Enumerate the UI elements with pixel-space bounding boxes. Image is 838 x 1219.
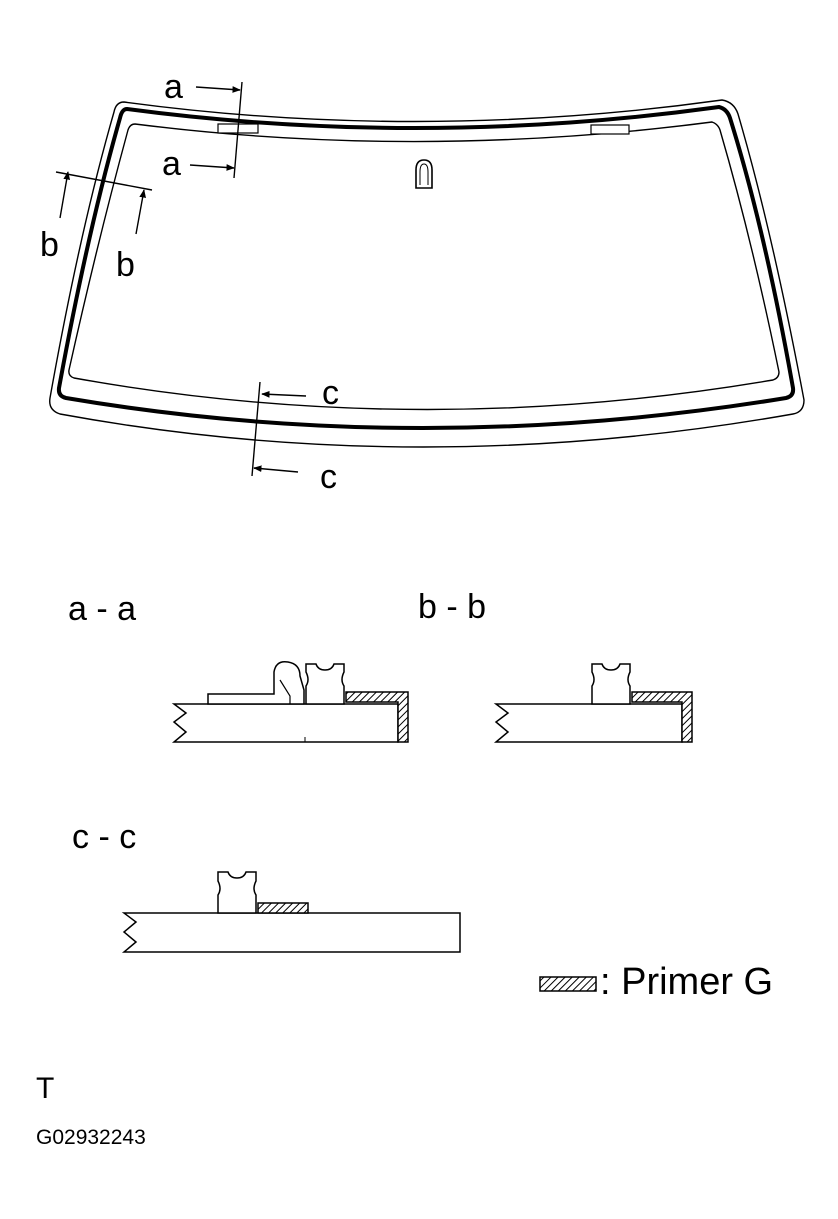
aa-molding-clip — [207, 660, 305, 705]
legend-primer-swatch — [539, 976, 597, 992]
aa-body-panel — [171, 703, 399, 743]
section-bb — [493, 663, 693, 743]
bb-body-panel — [493, 703, 683, 743]
arrow-c-upper — [261, 390, 307, 398]
cut-line-c — [251, 381, 261, 477]
marker-c-upper: c — [322, 374, 339, 412]
footer-mark: T — [36, 1072, 54, 1105]
section-arrows — [59, 86, 307, 473]
marker-a-upper: a — [164, 68, 183, 106]
mirror-mount — [415, 159, 433, 189]
section-cut-lines — [55, 81, 261, 477]
marker-b-right: b — [116, 246, 135, 284]
aa-primer-layer — [345, 691, 409, 743]
section-aa — [171, 660, 409, 743]
cut-line-a — [233, 81, 243, 179]
legend: : Primer G — [539, 961, 773, 1003]
section-cc — [121, 871, 461, 953]
bb-primer-layer — [631, 691, 693, 743]
figure-code: G02932243 — [36, 1126, 146, 1149]
spacer-pad-right — [590, 124, 630, 135]
cut-line-b — [55, 171, 153, 191]
arrow-a-upper — [195, 86, 241, 93]
legend-primer-label: : Primer G — [600, 961, 773, 1003]
arrow-a-lower — [189, 164, 235, 171]
section-marker-labels: a a b b c c — [40, 68, 339, 496]
marker-b-left: b — [40, 226, 59, 264]
windshield-molding-line — [56, 104, 796, 430]
arrow-b-left — [59, 171, 71, 219]
section-title-aa: a - a — [68, 590, 136, 628]
section-title-bb: b - b — [418, 588, 486, 626]
aa-dam — [305, 663, 345, 705]
cc-body-panel — [121, 912, 461, 953]
arrow-b-right — [135, 189, 146, 235]
marker-a-lower: a — [162, 145, 181, 183]
windshield-outer-edge — [49, 99, 805, 448]
cc-dam — [217, 871, 257, 914]
section-title-cc: c - c — [72, 818, 136, 856]
marker-c-lower: c — [320, 458, 337, 496]
bb-dam — [591, 663, 631, 705]
cc-primer-layer — [257, 902, 309, 914]
arrow-c-lower — [253, 465, 299, 473]
